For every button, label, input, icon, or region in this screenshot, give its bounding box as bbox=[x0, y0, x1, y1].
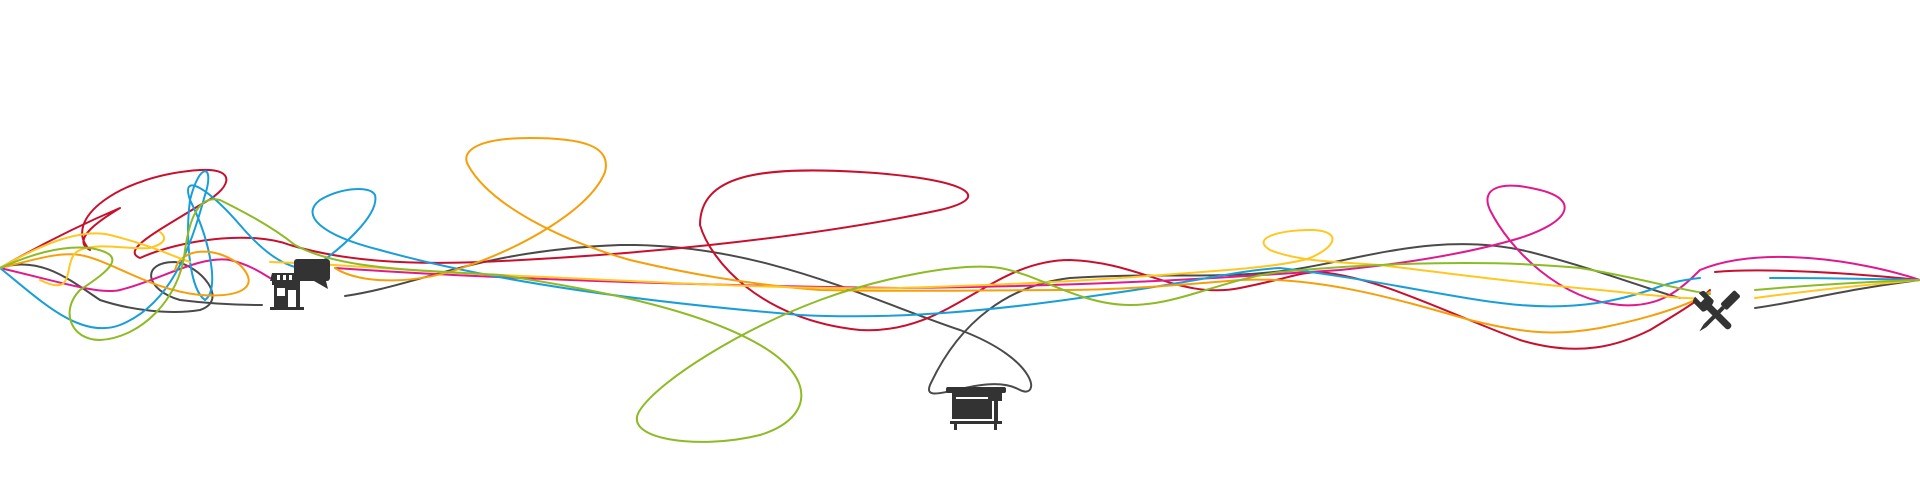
speech-bubble-shape bbox=[294, 259, 330, 281]
yellow-thread bbox=[0, 229, 1920, 300]
wide-format-printer-icon bbox=[946, 387, 1006, 430]
green-thread bbox=[0, 198, 1920, 443]
store-icon bbox=[270, 259, 330, 310]
orange-thread bbox=[0, 137, 1711, 334]
wrench-screwdriver-icon bbox=[1692, 290, 1740, 332]
